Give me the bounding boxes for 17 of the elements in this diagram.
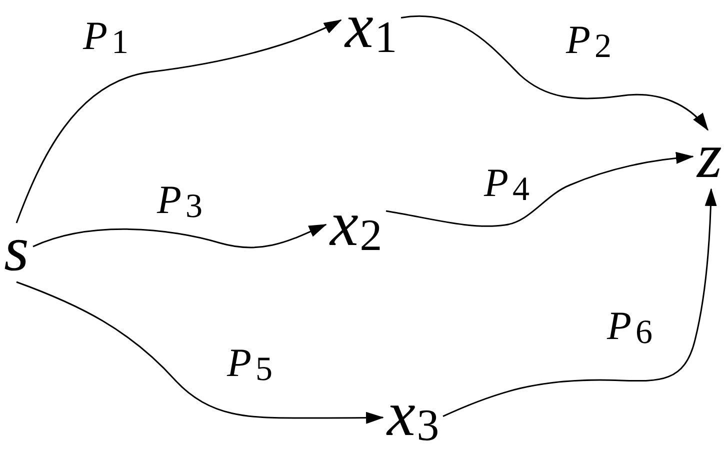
vertex-label: x$_{1}$ — [341, 0, 402, 60]
curved-arrow — [16, 281, 384, 424]
edge-label: P$_{3}$ — [157, 180, 203, 224]
vertex-label: x$_{2}$ — [326, 198, 386, 258]
curved-arrow — [386, 152, 694, 227]
curved-arrow — [442, 188, 717, 417]
vertex-label: s — [0, 223, 33, 282]
vertex-label: x$_{3}$ — [383, 388, 444, 448]
edge-label: P$_{6}$ — [607, 306, 653, 350]
edge-label: P$_{4}$ — [484, 163, 530, 207]
edge-label: P$_{5}$ — [227, 343, 273, 387]
vertex-label: z — [693, 130, 726, 190]
curved-arrow — [400, 15, 708, 131]
edge-label: P$_{1}$ — [83, 16, 129, 60]
curved-arrow — [32, 224, 327, 248]
edge-label: P$_{2}$ — [566, 20, 612, 64]
curved-arrow — [16, 19, 342, 224]
